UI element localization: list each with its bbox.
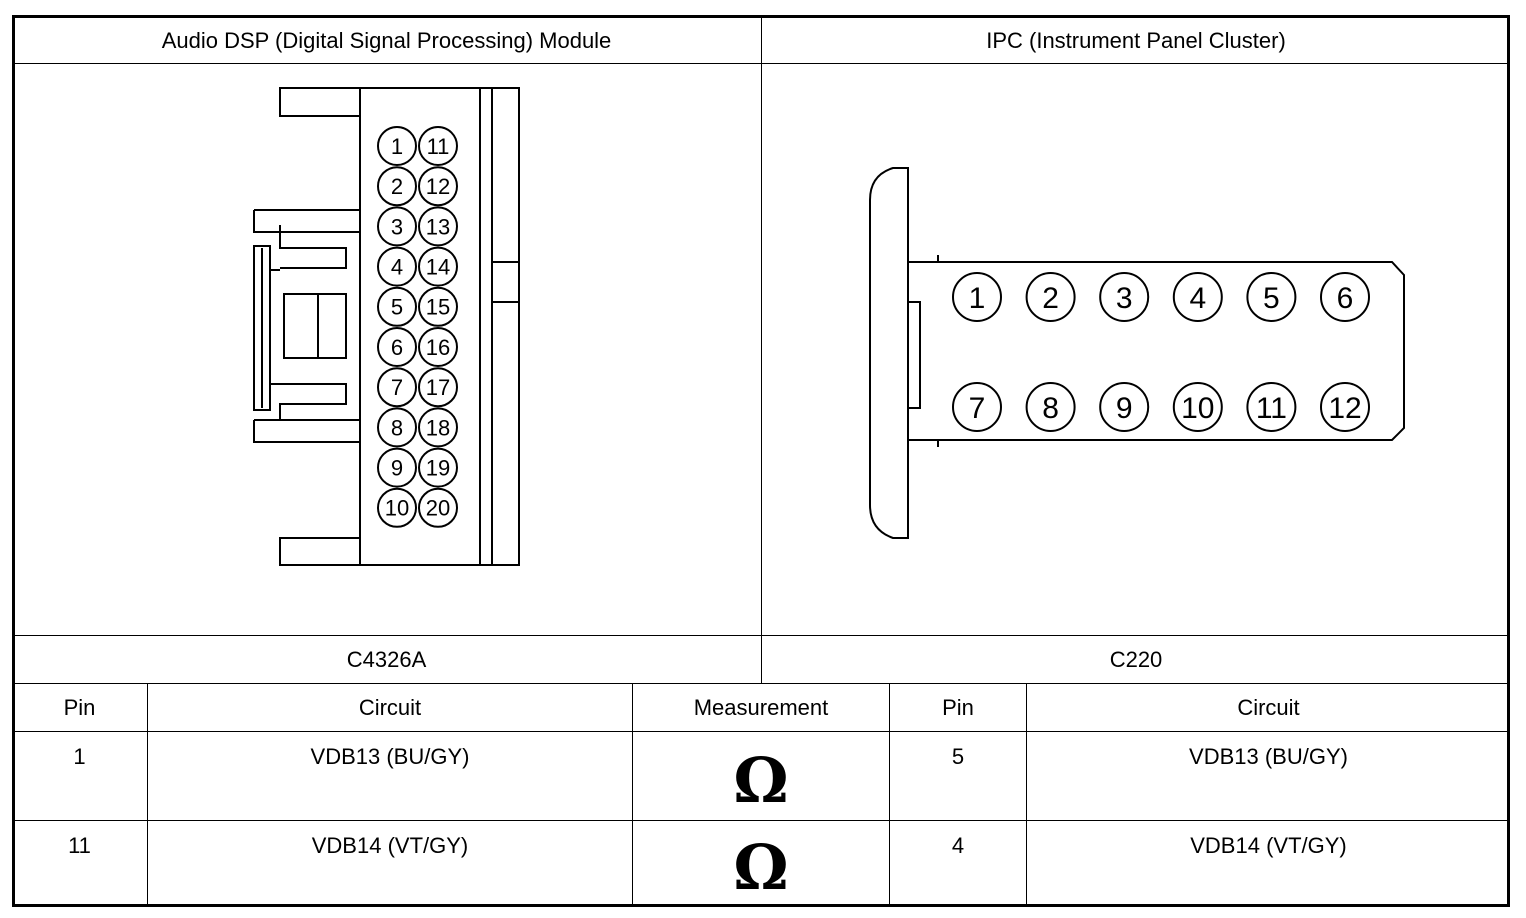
row-2-pin-right: 4 <box>951 833 965 858</box>
c4326a-pin-13: 13 <box>418 206 458 247</box>
svg-text:5: 5 <box>1263 282 1280 315</box>
c220-pin-6: 6 <box>1320 272 1370 322</box>
row-2-pin-left: 11 <box>68 833 91 858</box>
svg-text:2: 2 <box>1042 282 1059 315</box>
svg-text:10: 10 <box>1181 392 1214 425</box>
c4326a-pin-11: 11 <box>418 126 458 166</box>
rule-col-1 <box>147 683 148 907</box>
svg-text:14: 14 <box>426 255 450 280</box>
svg-text:12: 12 <box>426 174 450 199</box>
svg-text:17: 17 <box>426 375 450 400</box>
svg-text:4: 4 <box>1189 282 1206 315</box>
c4326a-pin-3: 3 <box>377 206 417 247</box>
svg-text:11: 11 <box>1256 392 1287 425</box>
c220-pin-3: 3 <box>1099 272 1150 322</box>
svg-text:16: 16 <box>426 335 450 360</box>
svg-text:15: 15 <box>426 295 450 320</box>
rule-row-1 <box>12 820 1510 821</box>
rule-col-3 <box>889 683 890 907</box>
row-2-ohm-icon: Ω <box>733 831 789 904</box>
c220-pin-5: 5 <box>1246 272 1297 322</box>
c4326a-pin-14: 14 <box>418 246 458 287</box>
row-1-pin-left: 1 <box>73 744 86 769</box>
svg-text:1: 1 <box>391 134 403 159</box>
rule-col-2 <box>632 683 633 907</box>
svg-text:12: 12 <box>1328 392 1361 425</box>
svg-text:4: 4 <box>391 255 403 280</box>
svg-text:8: 8 <box>391 415 403 440</box>
svg-text:6: 6 <box>1337 282 1354 315</box>
c4326a-pin-9: 9 <box>377 447 417 488</box>
c4326a-pin-19: 19 <box>418 447 458 488</box>
svg-text:2: 2 <box>391 174 403 199</box>
c4326a-pin-16: 16 <box>418 327 458 367</box>
svg-text:19: 19 <box>426 456 450 481</box>
c4326a-pin-17: 17 <box>418 367 458 408</box>
svg-text:18: 18 <box>426 415 450 440</box>
svg-text:13: 13 <box>426 214 450 239</box>
c4326a-pin-4: 4 <box>377 246 417 287</box>
rule-table-head <box>12 731 1510 732</box>
c4326a-pin-1: 1 <box>377 126 417 166</box>
col-header-circuit-left: Circuit <box>358 694 422 720</box>
svg-text:8: 8 <box>1042 392 1059 425</box>
c220-pin-2: 2 <box>1025 272 1076 322</box>
svg-text:7: 7 <box>391 375 403 400</box>
c220-pin-11: 11 <box>1246 382 1297 432</box>
c220-pin-1: 1 <box>952 272 1002 322</box>
svg-text:3: 3 <box>1116 282 1133 315</box>
c4326a-pin-8: 8 <box>377 407 417 448</box>
svg-text:9: 9 <box>1116 392 1133 425</box>
col-header-pin-right: Pin <box>942 694 974 720</box>
c4326a-pin-15: 15 <box>418 286 458 327</box>
row-1-circuit-left: VDB13 (BU/GY) <box>310 744 470 769</box>
left-module-title: Audio DSP (Digital Signal Processing) Mo… <box>161 27 612 53</box>
svg-text:5: 5 <box>391 295 403 320</box>
col-header-measurement: Measurement <box>693 694 829 720</box>
svg-text:11: 11 <box>427 134 450 159</box>
c220-pin-10: 10 <box>1172 382 1223 432</box>
c4326a-pin-2: 2 <box>377 166 417 207</box>
svg-text:9: 9 <box>391 456 403 481</box>
left-connector-id: C4326A <box>346 646 427 672</box>
right-module-title: IPC (Instrument Panel Cluster) <box>986 27 1286 53</box>
c4326a-pin-10: 10 <box>377 487 417 528</box>
row-1-circuit-right: VDB13 (BU/GY) <box>1189 744 1348 769</box>
c4326a-pin-20: 20 <box>418 487 458 528</box>
col-header-pin-left: Pin <box>63 694 96 720</box>
col-header-circuit-right: Circuit <box>1237 694 1300 720</box>
svg-text:6: 6 <box>391 335 403 360</box>
row-2-circuit-left: VDB14 (VT/GY) <box>311 833 469 858</box>
c4326a-pin-18: 18 <box>418 407 458 448</box>
svg-text:3: 3 <box>391 214 403 239</box>
rule-col-4 <box>1026 683 1027 907</box>
svg-text:1: 1 <box>969 282 986 315</box>
svg-text:20: 20 <box>426 496 450 521</box>
c220-pin-9: 9 <box>1099 382 1150 432</box>
row-2-circuit-right: VDB14 (VT/GY) <box>1190 833 1347 858</box>
row-1-pin-right: 5 <box>951 744 965 769</box>
right-connector-id: C220 <box>1109 646 1163 672</box>
c4326a-pin-7: 7 <box>377 367 417 408</box>
c4326a-pin-5: 5 <box>377 286 417 327</box>
c220-pin-4: 4 <box>1172 272 1223 322</box>
rule-middle-top <box>761 15 762 684</box>
c4326a-pin-12: 12 <box>418 166 458 207</box>
svg-text:10: 10 <box>385 496 409 521</box>
c220-pin-8: 8 <box>1025 382 1076 432</box>
c220-pin-12: 12 <box>1320 382 1370 432</box>
c220-pin-7: 7 <box>952 382 1002 432</box>
row-1-ohm-icon: Ω <box>733 744 789 817</box>
c4326a-pin-6: 6 <box>377 327 417 367</box>
svg-text:7: 7 <box>969 392 986 425</box>
